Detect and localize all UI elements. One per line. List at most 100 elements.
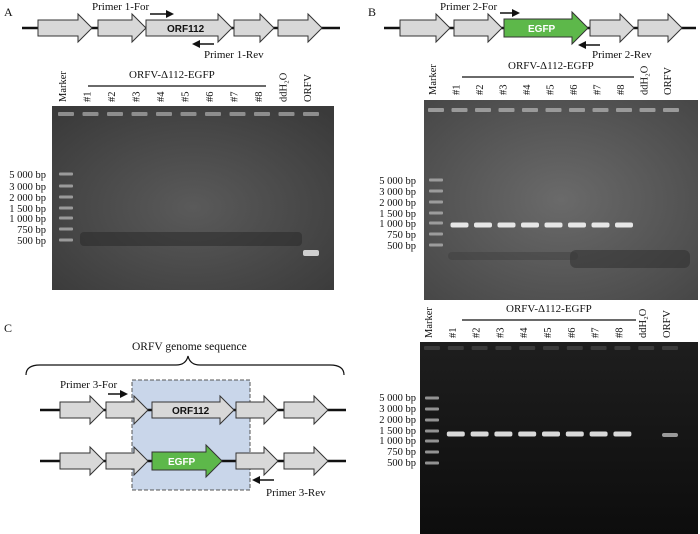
gel-well (590, 346, 607, 350)
panel-b-gene-egfp (503, 10, 589, 46)
panel-c-bottom-arrow-5 (283, 445, 329, 477)
ladder-label: 2 000 bp (379, 198, 416, 209)
lane-label: #4 (156, 91, 167, 102)
panel-c-bottom-arrow-1 (59, 445, 105, 477)
dna-band (303, 250, 319, 256)
gel-well (254, 112, 270, 116)
gel-well (519, 346, 536, 350)
gel-well (58, 112, 74, 116)
panel-c-genome-label: ORFV genome sequence (132, 341, 247, 353)
gel-well (107, 112, 123, 116)
panel-b-ladder-labels: 5 000 bp3 000 bp2 000 bp1 500 bp1 000 bp… (379, 176, 416, 252)
panel-c-group-label: ORFV-Δ112-EGFP (506, 303, 592, 315)
lane-label: Marker (58, 71, 69, 102)
gel-well (180, 112, 197, 116)
ladder-band (59, 238, 73, 242)
panel-b-primer-for: Primer 2-For (440, 1, 497, 13)
panel-c: C ORFV genome sequence ORF112 Primer 3-F… (4, 303, 698, 534)
dna-band (542, 431, 560, 437)
lane-label: #4 (519, 327, 530, 338)
ladder-band (59, 172, 73, 176)
ladder-band (59, 195, 73, 199)
lane-label: #4 (522, 84, 533, 95)
lane-label: #7 (593, 85, 604, 96)
dna-band (615, 222, 633, 228)
panel-a: A ORF112 Primer 1-For Primer 1-Rev ORFV-… (4, 1, 340, 290)
gel-well (662, 346, 678, 350)
panel-c-highlight-box (131, 379, 251, 491)
dna-band (446, 431, 465, 437)
ladder-label: 5 000 bp (379, 176, 416, 187)
panel-c-bottom-gene-label: EGFP (168, 457, 196, 468)
gel-well (522, 108, 538, 112)
panel-a-primer-for: Primer 1-For (92, 1, 149, 13)
panel-a-letter: A (4, 5, 13, 19)
panel-c-top-arrow-4 (235, 394, 279, 426)
panel-a-gel-marks (58, 112, 319, 256)
ladder-label: 3 000 bp (379, 404, 416, 415)
panel-b-gel (424, 100, 698, 300)
ladder-label: 5 000 bp (379, 393, 416, 404)
ladder-band (429, 232, 443, 236)
panel-b-primer-rev: Primer 2-Rev (592, 49, 652, 61)
panel-c-ladder-labels: 5 000 bp3 000 bp2 000 bp1 500 bp1 000 bp… (379, 393, 416, 469)
lane-label: #5 (181, 92, 192, 103)
panel-c-primer-rev-head (252, 476, 260, 484)
panel-a-gene-orf112 (145, 12, 233, 44)
ladder-band (425, 407, 439, 411)
dna-band (591, 222, 610, 228)
lane-label: ORFV (662, 310, 673, 338)
lane-label: Marker (424, 307, 435, 338)
gel-well (616, 108, 632, 112)
ladder-band (429, 178, 443, 182)
panel-a-gene-arrow-2 (97, 12, 147, 44)
panel-c-bottom-arrow-2 (105, 445, 149, 477)
lane-label: #6 (567, 328, 578, 339)
dna-band (518, 431, 537, 437)
ladder-label: 500 bp (387, 458, 416, 469)
gel-well (447, 346, 464, 350)
lane-label: #6 (569, 85, 580, 96)
gel-well (638, 346, 655, 350)
panel-b-letter: B (368, 5, 376, 19)
ladder-label: 750 bp (17, 225, 46, 236)
dna-band (565, 431, 584, 437)
lane-label: #8 (616, 85, 627, 96)
panel-a-gene-arrow-1 (37, 12, 93, 44)
panel-a-gene-arrow-4 (233, 12, 275, 44)
dna-band (521, 222, 539, 228)
lane-label: #5 (546, 85, 557, 96)
panel-b-group-label: ORFV-Δ112-EGFP (508, 60, 594, 72)
panel-a-primer-for-head (166, 10, 174, 18)
panel-b-gene-arrow-5 (637, 12, 683, 44)
lane-label: ddH₂O (279, 72, 290, 102)
ladder-label: 1 500 bp (379, 209, 416, 220)
ladder-band (425, 429, 439, 433)
gel-well (278, 112, 295, 116)
ladder-band (425, 461, 439, 465)
lane-label: ORFV (303, 74, 314, 102)
ladder-band (425, 396, 439, 400)
ladder-band (425, 418, 439, 422)
ladder-band (429, 243, 443, 247)
gel-well (639, 108, 656, 112)
lane-label: #1 (83, 92, 94, 103)
gel-well (205, 112, 221, 116)
panel-a-group-label: ORFV-Δ112-EGFP (129, 69, 215, 81)
lane-label: ddH₂O (638, 308, 649, 338)
dna-band (470, 431, 489, 437)
panel-a-primer-rev-head (192, 40, 200, 48)
ladder-band (59, 227, 73, 231)
ladder-label: 3 000 bp (379, 187, 416, 198)
ladder-label: 750 bp (387, 230, 416, 241)
gel-well (451, 108, 468, 112)
gel-well (498, 108, 515, 112)
gel-well (614, 346, 631, 350)
gel-well (566, 346, 583, 350)
primer-smear (448, 252, 578, 260)
panel-c-gel-marks (424, 346, 678, 465)
ladder-label: 1 000 bp (379, 436, 416, 447)
ladder-band (429, 221, 443, 225)
